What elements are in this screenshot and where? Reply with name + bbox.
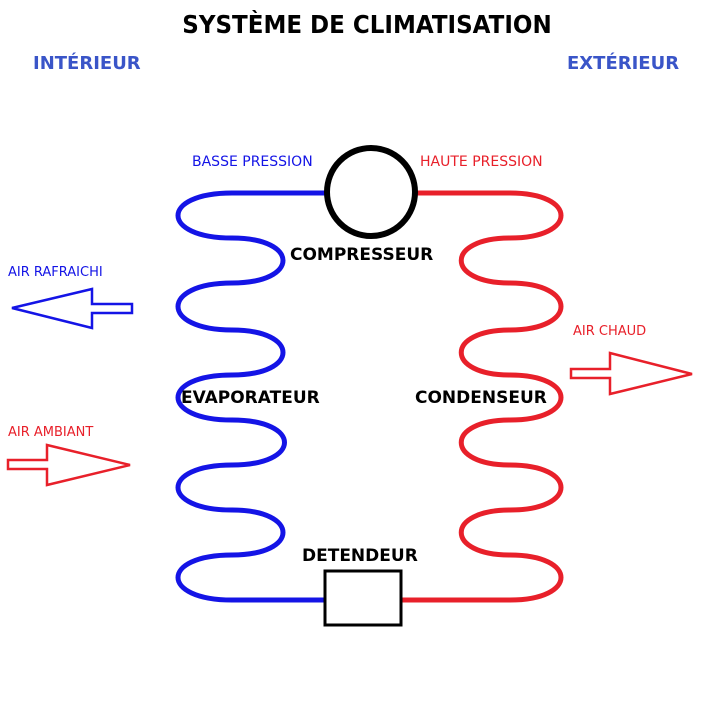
zone-label-interior: INTÉRIEUR	[33, 53, 141, 74]
evaporator-label: EVAPORATEUR	[181, 388, 320, 408]
condenser-label: CONDENSEUR	[415, 388, 547, 408]
evaporator-coil	[175, 190, 329, 603]
hot-air-arrow-icon	[569, 351, 693, 396]
ambient-air-arrow-icon	[6, 443, 131, 487]
expansion-valve-label: DETENDEUR	[302, 546, 418, 566]
expansion-valve-icon	[323, 569, 403, 627]
cooled-air-arrow-icon	[11, 287, 134, 330]
diagram-title: SYSTÈME DE CLIMATISATION	[182, 10, 552, 39]
cooled-air-label: AIR RAFRAICHI	[8, 265, 103, 280]
high-pressure-label: HAUTE PRESSION	[420, 154, 543, 170]
hot-air-label: AIR CHAUD	[573, 324, 647, 339]
low-pressure-label: BASSE PRESSION	[192, 154, 313, 170]
ambient-air-label: AIR AMBIANT	[8, 425, 94, 440]
condenser-coil	[398, 190, 564, 603]
compressor-icon	[324, 145, 418, 239]
compressor-label: COMPRESSEUR	[290, 245, 434, 265]
zone-label-exterior: EXTÉRIEUR	[567, 53, 680, 74]
